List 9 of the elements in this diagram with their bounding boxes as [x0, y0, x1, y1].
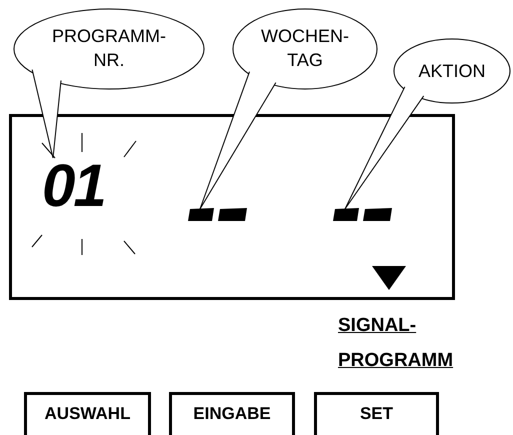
indicator-label: SIGNAL- PROGRAMM	[338, 314, 454, 373]
bubble-text: WOCHEN- TAG	[260, 25, 350, 72]
key-button: AUSWAHL	[24, 392, 151, 435]
bubble-text: PROGRAMM- NR.	[51, 25, 167, 72]
lcd-display	[9, 114, 455, 300]
key-button: SET	[314, 392, 439, 435]
bubble-text: AKTION	[417, 60, 486, 83]
segment-digits: 01	[42, 157, 105, 215]
key-button: EINGABE	[169, 392, 295, 435]
